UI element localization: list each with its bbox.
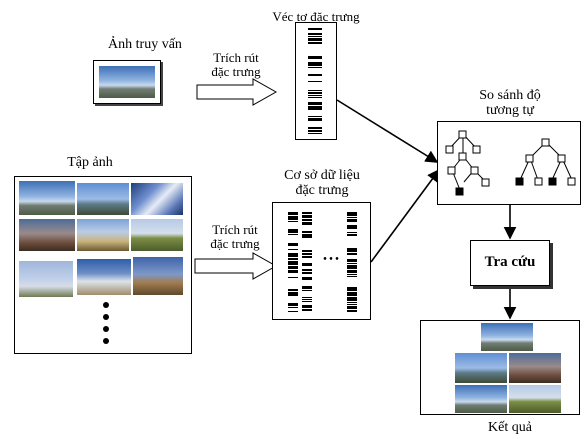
image-set-photo-4 [19, 219, 75, 251]
image-set-frame [14, 176, 192, 354]
image-set-photo-2 [77, 183, 129, 215]
extract-label-1-line2: đặc trưng [211, 64, 261, 79]
image-set-photo-3 [131, 183, 183, 215]
lookup-box: Tra cứu [470, 240, 550, 286]
compare-box [437, 121, 581, 205]
image-set-photo-9 [133, 257, 183, 295]
feature-db-label-line2: đặc trưng [295, 183, 349, 198]
tree-structures [445, 130, 576, 196]
image-set-photo-8 [77, 259, 131, 295]
feature-vector-label: Véc tơ đặc trưng [272, 9, 360, 24]
query-image-frame [93, 60, 161, 104]
feature-db-barcode-2 [302, 212, 312, 311]
image-set-photo-7 [19, 261, 73, 297]
feature-db-ellipsis: • • • [323, 254, 339, 265]
result-photo-4 [455, 385, 507, 413]
result-photo-3 [509, 353, 561, 383]
extract-label-1-line1: Trích rút [213, 50, 259, 65]
image-set-more-dots [103, 302, 109, 344]
result-label: Kết quả [488, 420, 532, 435]
image-set-photo-5 [77, 219, 129, 251]
image-set-photo-1 [19, 181, 75, 215]
query-image-label: Ảnh truy vấn [108, 37, 182, 52]
query-image-photo [99, 66, 155, 98]
compare-label-line2: tương tự [486, 103, 534, 118]
extract-arrow-2 [194, 252, 278, 280]
result-photo-1 [481, 323, 533, 351]
lookup-label: Tra cứu [484, 254, 536, 270]
feature-db-barcode-1 [288, 212, 298, 312]
feature-vector-barcode [308, 28, 322, 134]
image-set-photo-6 [131, 219, 183, 251]
result-photo-5 [509, 385, 561, 413]
extract-label-2-line1: Trích rút [212, 222, 258, 237]
result-photo-2 [455, 353, 507, 383]
compare-label-line1: So sánh độ [479, 88, 541, 103]
image-set-label: Tập ảnh [67, 155, 113, 170]
extract-arrow-1 [196, 78, 278, 106]
feature-db-barcode-3 [347, 212, 357, 312]
feature-db-label-line1: Cơ sở dữ liệu [284, 168, 360, 183]
extract-label-2-line2: đặc trưng [210, 236, 260, 251]
result-box [420, 320, 580, 415]
